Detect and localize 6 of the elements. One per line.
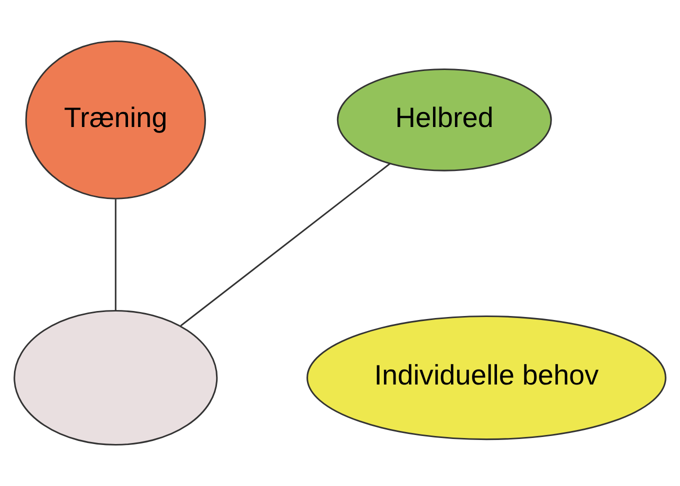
node-ellipse: Helbred [336, 68, 552, 172]
node-ellipse: Individuelle behov [306, 315, 666, 440]
node-ellipse [14, 310, 218, 446]
node-ellipse: Træning [25, 40, 206, 200]
connector [180, 162, 391, 326]
connector [114, 199, 116, 310]
